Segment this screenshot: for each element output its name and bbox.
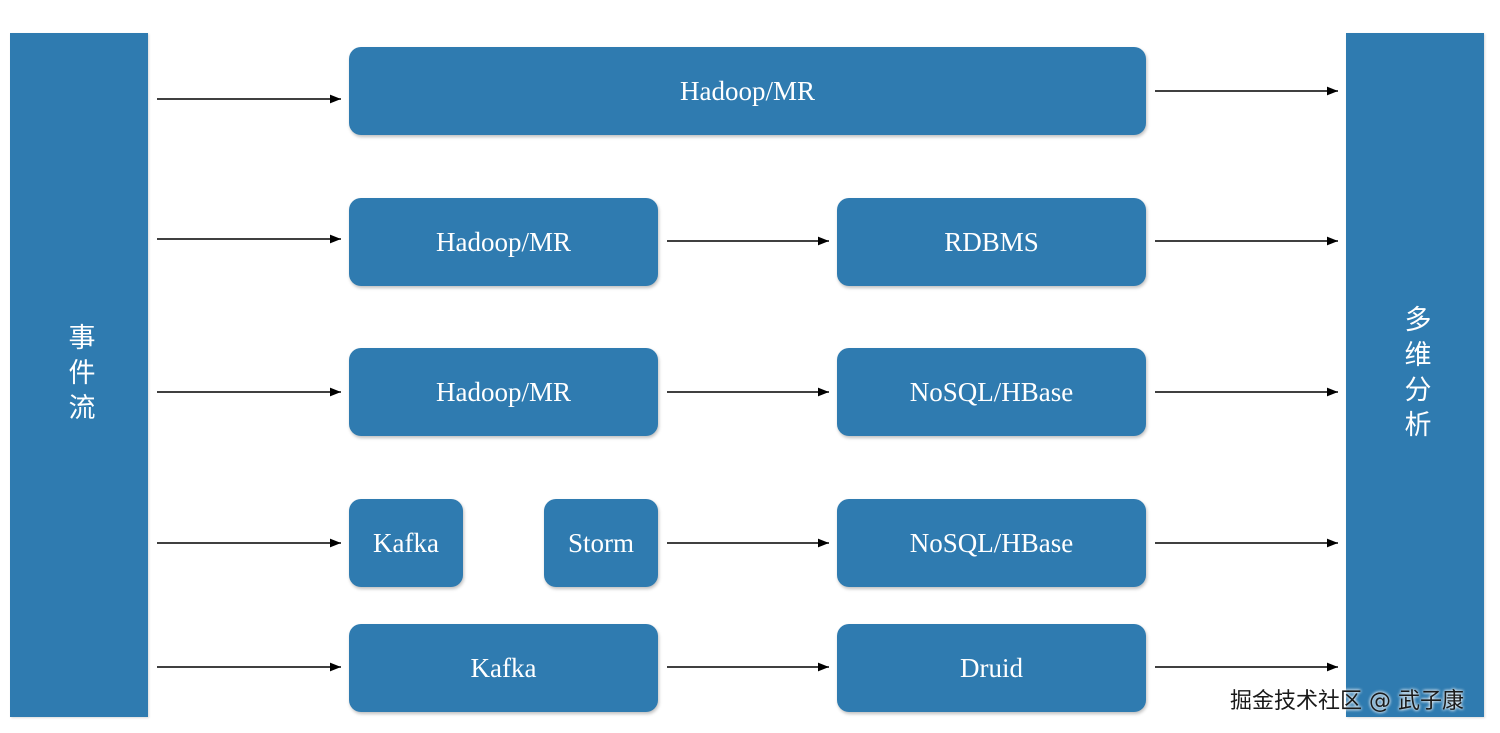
row3-hadoop-box: Hadoop/MR: [349, 348, 658, 436]
right-pillar: 多维分析: [1346, 33, 1484, 717]
row3-nosql-box: NoSQL/HBase: [837, 348, 1146, 436]
watermark: 掘金技术社区 @ 武子康: [1230, 689, 1464, 714]
row2-hadoop-box: Hadoop/MR: [349, 198, 658, 286]
left-pillar-label: 事件流: [63, 322, 95, 428]
right-pillar-label: 多维分析: [1399, 305, 1431, 445]
row5-kafka-box: Kafka: [349, 624, 658, 712]
row4-nosql-box: NoSQL/HBase: [837, 499, 1146, 587]
row4-storm-box: Storm: [544, 499, 658, 587]
row1-hadoop-box: Hadoop/MR: [349, 47, 1146, 135]
row2-rdbms-box: RDBMS: [837, 198, 1146, 286]
row4-kafka-box: Kafka: [349, 499, 463, 587]
left-pillar: 事件流: [10, 33, 148, 717]
row5-druid-box: Druid: [837, 624, 1146, 712]
